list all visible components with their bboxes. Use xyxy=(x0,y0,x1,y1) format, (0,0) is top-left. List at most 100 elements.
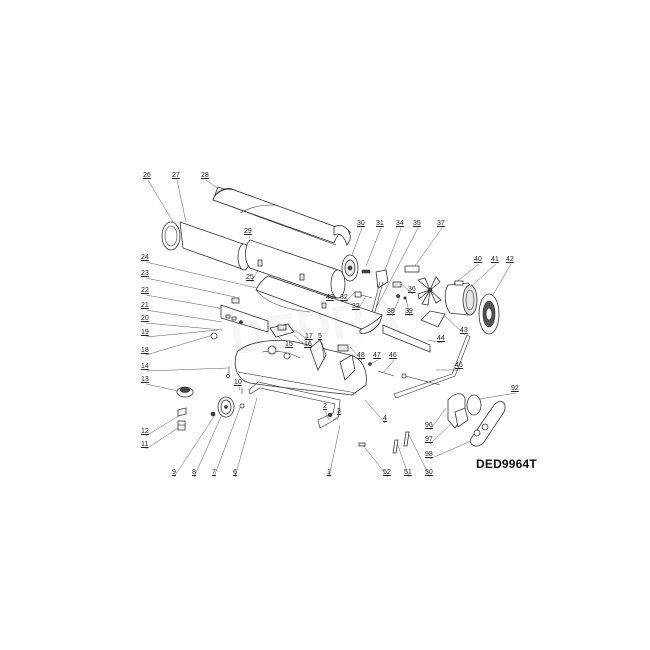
fuel-cap-part-13 xyxy=(176,386,194,431)
part-label-38: 38 xyxy=(387,308,395,315)
leader-line-31 xyxy=(365,227,382,267)
part-label-19: 19 xyxy=(141,329,149,336)
leader-line-46 xyxy=(383,359,395,373)
leader-line-7 xyxy=(213,404,242,478)
leader-line-52 xyxy=(361,443,389,478)
leader-line-8 xyxy=(193,409,225,478)
part-label-28: 28 xyxy=(201,172,209,179)
leader-line-11 xyxy=(145,427,179,450)
part-label-51: 51 xyxy=(404,469,412,476)
leader-line-9 xyxy=(173,414,216,478)
leader-line-48 xyxy=(349,346,363,361)
part-label-10: 10 xyxy=(234,379,242,386)
leader-line-21 xyxy=(145,309,223,323)
part-label-30: 30 xyxy=(357,220,365,227)
leader-line-1 xyxy=(328,424,341,478)
part-label-25: 25 xyxy=(246,274,254,281)
leader-line-24 xyxy=(145,261,266,291)
motor-part-41 xyxy=(444,280,478,316)
leader-line-44 xyxy=(427,339,443,344)
leader-line-13 xyxy=(145,383,184,393)
part-label-12: 12 xyxy=(141,428,149,435)
leader-line-26 xyxy=(147,179,174,223)
small-components xyxy=(354,265,420,313)
part-label-35: 35 xyxy=(413,220,421,227)
part-label-20: 20 xyxy=(141,315,149,322)
leader-line-4 xyxy=(364,399,386,424)
leader-line-37 xyxy=(411,227,443,271)
leader-line-34 xyxy=(381,227,402,279)
fan-part-40 xyxy=(417,276,442,306)
part-label-5: 5 xyxy=(318,333,322,340)
part-label-3: 3 xyxy=(337,408,341,415)
leader-line-97 xyxy=(429,419,456,445)
part-label-97: 97 xyxy=(425,436,433,443)
part-label-46: 46 xyxy=(389,352,397,359)
leader-line-18 xyxy=(145,334,214,356)
part-label-45: 45 xyxy=(455,362,463,369)
part-label-11: 11 xyxy=(141,441,149,448)
part-label-52: 52 xyxy=(383,469,391,476)
leader-line-51 xyxy=(395,439,410,478)
leader-line-19 xyxy=(145,329,219,338)
wheel-assembly-part-92 xyxy=(447,393,506,447)
part-label-2: 2 xyxy=(323,403,327,410)
part-label-27: 27 xyxy=(172,172,180,179)
leader-line-23 xyxy=(145,277,236,298)
part-label-4: 4 xyxy=(383,415,387,422)
part-label-92: 92 xyxy=(511,385,519,392)
handle-frame-part-45 xyxy=(393,334,471,399)
part-label-44: 44 xyxy=(437,335,445,342)
leader-line-17 xyxy=(293,329,311,342)
top-cover-part-28 xyxy=(212,186,352,246)
part-label-34: 34 xyxy=(396,220,404,227)
part-label-33: 33 xyxy=(352,303,360,310)
leader-line-38 xyxy=(391,295,401,317)
rear-guard-part-42 xyxy=(478,293,500,335)
part-label-50: 50 xyxy=(425,469,433,476)
leader-line-32 xyxy=(344,291,356,303)
burner-disc-part-30 xyxy=(341,254,359,282)
leader-line-27 xyxy=(176,179,187,223)
part-label-36: 36 xyxy=(408,286,416,293)
part-label-7: 7 xyxy=(212,469,216,476)
part-label-37: 37 xyxy=(437,220,445,227)
model-number: DED9964T xyxy=(476,457,537,471)
outer-cylinder-part-29 xyxy=(245,239,346,299)
lower-shell-part-24 xyxy=(255,275,383,334)
rail-part-44 xyxy=(382,324,431,353)
leader-line-29 xyxy=(248,235,251,239)
part-label-14: 14 xyxy=(141,363,149,370)
inner-cylinder-part-27 xyxy=(179,221,251,271)
part-label-47: 47 xyxy=(373,352,381,359)
part-label-41: 41 xyxy=(491,256,499,263)
leader-line-14 xyxy=(145,367,229,372)
part-label-16: 16 xyxy=(304,341,312,348)
part-label-6: 6 xyxy=(233,469,237,476)
side-panel-part-22 xyxy=(210,297,269,340)
leader-line-10 xyxy=(238,386,241,391)
part-label-17: 17 xyxy=(305,333,313,340)
part-label-15: 15 xyxy=(285,341,293,348)
leader-line-20 xyxy=(145,322,223,331)
leader-line-35 xyxy=(375,227,419,309)
part-label-24: 24 xyxy=(141,254,149,261)
leader-line-39 xyxy=(405,298,411,317)
part-label-49: 49 xyxy=(326,294,334,301)
part-label-18: 18 xyxy=(141,347,149,354)
leader-line-43 xyxy=(444,315,466,336)
part-label-8: 8 xyxy=(192,469,196,476)
leader-line-12 xyxy=(145,414,181,437)
pins-part-50-52 xyxy=(358,431,410,454)
part-label-32: 32 xyxy=(340,294,348,301)
control-board-part-15 xyxy=(269,323,295,338)
part-label-22: 22 xyxy=(141,287,149,294)
leader-line-96 xyxy=(429,407,447,431)
wheel-part-8 xyxy=(210,366,245,418)
leader-line-36 xyxy=(399,282,414,295)
part-label-96: 96 xyxy=(425,422,433,429)
part-label-42: 42 xyxy=(506,256,514,263)
part-label-13: 13 xyxy=(141,376,149,383)
leader-line-22 xyxy=(145,294,231,311)
